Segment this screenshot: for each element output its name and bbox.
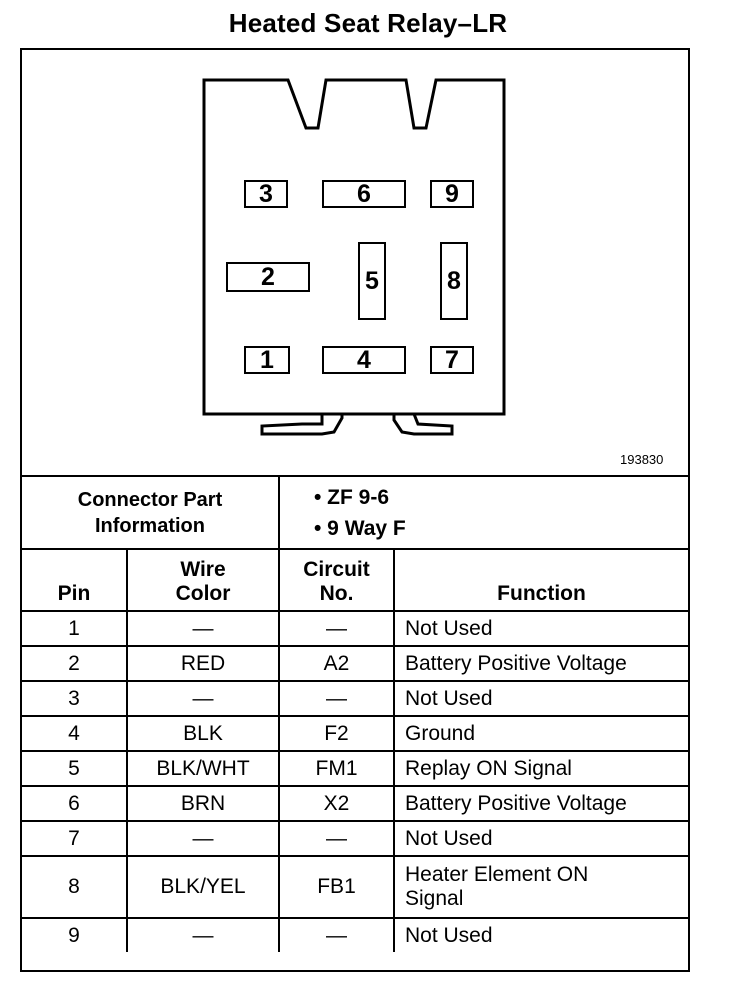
table-row: 1 — — Not Used <box>22 610 688 647</box>
cell-pin: 1 <box>22 610 128 647</box>
cell-pin: 7 <box>22 820 128 857</box>
cell-wire-color: — <box>126 917 280 952</box>
pin-7: 7 <box>430 346 474 374</box>
cell-circuit: — <box>278 610 395 647</box>
pin-1: 1 <box>244 346 290 374</box>
cell-function: Battery Positive Voltage <box>393 785 688 822</box>
cell-wire-color: BLK/YEL <box>126 855 280 919</box>
header-function: Function <box>393 550 688 612</box>
cell-pin: 9 <box>22 917 128 952</box>
connector-diagram: 3 6 9 2 5 8 1 4 7 193830 <box>22 50 688 477</box>
cell-pin: 4 <box>22 715 128 752</box>
cell-circuit: — <box>278 917 395 952</box>
cell-wire-color: BRN <box>126 785 280 822</box>
cell-wire-color: BLK <box>126 715 280 752</box>
cell-function: Not Used <box>393 917 688 952</box>
cell-circuit: FM1 <box>278 750 395 787</box>
cell-wire-color: BLK/WHT <box>126 750 280 787</box>
cell-wire-color: RED <box>126 645 280 682</box>
cell-function: Not Used <box>393 610 688 647</box>
relay-frame: 3 6 9 2 5 8 1 4 7 193830 Connector Part … <box>20 48 690 972</box>
pin-2: 2 <box>226 262 310 292</box>
connector-info-label-line1: Connector Part <box>77 488 223 511</box>
cell-wire-color: — <box>126 680 280 717</box>
cell-circuit: FB1 <box>278 855 395 919</box>
cell-pin: 5 <box>22 750 128 787</box>
connector-info-item: • ZF 9-6 <box>314 486 390 509</box>
table-row: 6 BRN X2 Battery Positive Voltage <box>22 785 688 822</box>
cell-wire-color: — <box>126 820 280 857</box>
cell-circuit: — <box>278 680 395 717</box>
cell-wire-color: — <box>126 610 280 647</box>
header-wire-color-line1: Wire <box>180 558 226 581</box>
table-row: 7 — — Not Used <box>22 820 688 857</box>
connector-outline <box>202 78 506 436</box>
cell-pin: 8 <box>22 855 128 919</box>
cell-circuit: F2 <box>278 715 395 752</box>
header-pin: Pin <box>22 550 128 612</box>
cell-function: Ground <box>393 715 688 752</box>
pin-3: 3 <box>244 180 288 208</box>
connector-info-label: Connector Part Information <box>22 477 280 548</box>
pin-6: 6 <box>322 180 406 208</box>
table-row: 9 — — Not Used <box>22 917 688 952</box>
pin-5: 5 <box>358 242 386 320</box>
pin-8: 8 <box>440 242 468 320</box>
pin-9: 9 <box>430 180 474 208</box>
table-row: 4 BLK F2 Ground <box>22 715 688 752</box>
connector-info-item: • 9 Way F <box>314 517 406 540</box>
cell-circuit: A2 <box>278 645 395 682</box>
cell-pin: 3 <box>22 680 128 717</box>
cell-function-line2: Signal <box>405 887 464 910</box>
cell-function: Replay ON Signal <box>393 750 688 787</box>
table-row: 3 — — Not Used <box>22 680 688 717</box>
cell-function-line1: Heater Element ON <box>405 863 589 886</box>
cell-circuit: X2 <box>278 785 395 822</box>
header-circuit-line2: No. <box>319 582 354 605</box>
table-row: 5 BLK/WHT FM1 Replay ON Signal <box>22 750 688 787</box>
table-row: 2 RED A2 Battery Positive Voltage <box>22 645 688 682</box>
cell-pin: 2 <box>22 645 128 682</box>
connector-info: Connector Part Information • ZF 9-6 • 9 … <box>22 477 688 550</box>
cell-pin: 6 <box>22 785 128 822</box>
cell-circuit: — <box>278 820 395 857</box>
cell-function: Not Used <box>393 820 688 857</box>
connector-info-list: • ZF 9-6 • 9 Way F <box>314 482 406 544</box>
header-circuit-line1: Circuit <box>303 558 370 581</box>
cell-function: Battery Positive Voltage <box>393 645 688 682</box>
connector-info-label-line2: Information <box>95 514 205 537</box>
cell-function: Not Used <box>393 680 688 717</box>
header-wire-color-line2: Color <box>175 582 231 605</box>
page-title: Heated Seat Relay–LR <box>228 8 508 38</box>
figure-id: 193830 <box>620 452 664 467</box>
pin-4: 4 <box>322 346 406 374</box>
